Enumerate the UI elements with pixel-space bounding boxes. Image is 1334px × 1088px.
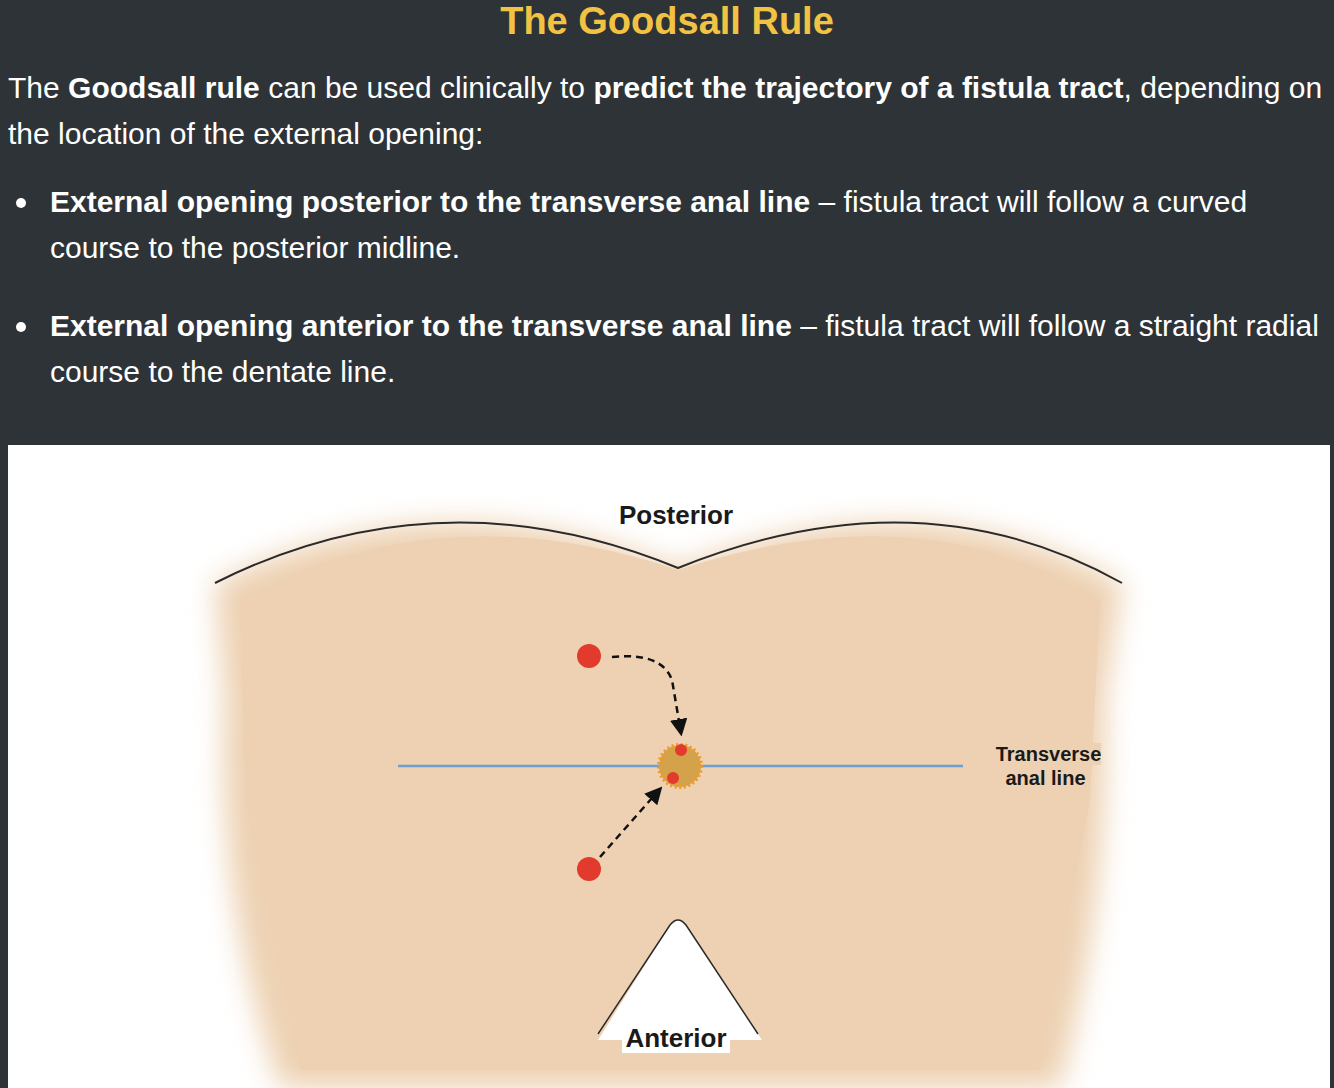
white-panel (8, 445, 1330, 1088)
text-paragraph: External opening posterior to the transv… (50, 179, 1320, 271)
text-paragraph: External opening anterior to the transve… (50, 303, 1320, 395)
body-text: , (1124, 71, 1132, 104)
bold-phrase: predict the trajectory of a fistula trac… (593, 71, 1123, 104)
bullet-dot (16, 322, 26, 332)
anus (659, 745, 701, 787)
anterior-notch (598, 920, 762, 1040)
posterior-label: Posterior (576, 500, 776, 531)
bold-phrase: External opening posterior to the transv… (50, 185, 810, 218)
text-paragraph: TheGoodsall rulecan be used clinically t… (8, 65, 1330, 157)
anterior-label: Anterior (606, 1023, 746, 1054)
gluteal-outline (215, 522, 1122, 583)
internal-opening (667, 772, 679, 784)
anterior-outline (598, 920, 758, 1034)
label-patch: Transverse anal line (993, 743, 1102, 789)
buttocks-core (240, 536, 1100, 1070)
line-label: Transverse anal line (977, 742, 1117, 790)
curved-tract (612, 656, 681, 733)
page-title: The Goodsall Rule (0, 1, 1334, 41)
bold-phrase: Goodsall rule (68, 71, 260, 104)
label-patch: Anterior (622, 1023, 729, 1053)
body-text: can be used clinically to (268, 71, 585, 104)
buttocks-shape (215, 522, 1122, 1088)
radial-tract (600, 789, 660, 857)
internal-opening (675, 744, 687, 756)
external-opening (577, 644, 601, 668)
external-opening (577, 857, 601, 881)
body-text: The (8, 71, 60, 104)
bullet-dot (16, 198, 26, 208)
bold-phrase: External opening anterior to the transve… (50, 309, 792, 342)
